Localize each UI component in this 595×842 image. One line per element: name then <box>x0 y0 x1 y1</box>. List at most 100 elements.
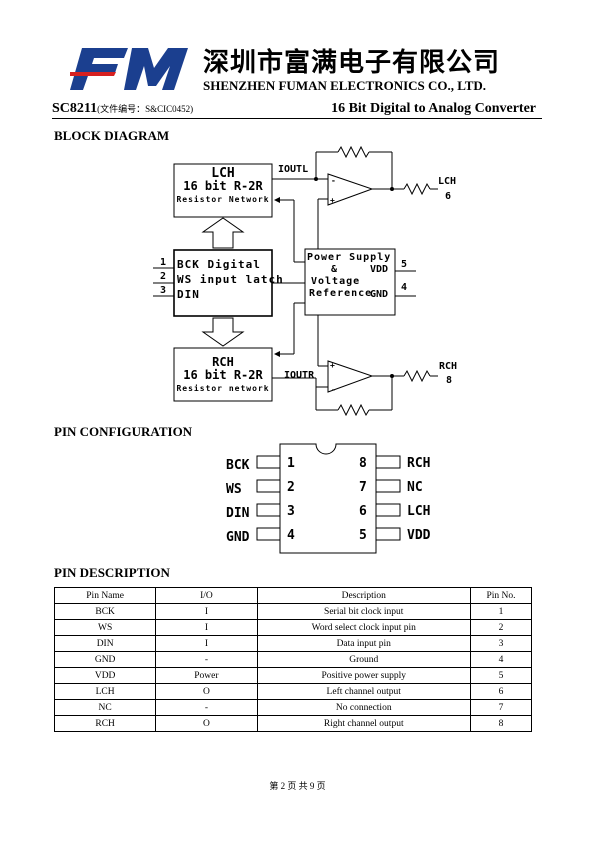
table-cell: 5 <box>469 667 533 684</box>
table-cell: BCK <box>53 603 157 620</box>
pin-name-right-5: VDD <box>407 528 431 543</box>
pin-num-right-8: 8 <box>359 456 367 471</box>
fuman-logo <box>70 48 188 90</box>
table-cell: 7 <box>469 699 533 716</box>
power-line-2: & <box>331 264 339 275</box>
lch-block-bits: 16 bit R-2R <box>183 179 263 193</box>
company-name-cn: 深圳市富满电子有限公司 <box>203 48 501 78</box>
pin-num-left-1: 1 <box>287 456 295 471</box>
power-line-3: Voltage <box>311 276 361 287</box>
document-header-line: SC8211(文件编号：S&CIC0452) 16 Bit Digital to… <box>52 100 542 119</box>
pin-name-left-1: BCK <box>226 458 250 473</box>
lch-out-pin: 6 <box>445 191 452 202</box>
table-cell: Serial bit clock input <box>256 603 471 620</box>
table-header-row: Pin Name I/O Description Pin No. <box>53 587 533 604</box>
lch-block-resistor: Resistor Network <box>176 195 270 204</box>
table-cell: - <box>155 651 258 668</box>
table-cell: 4 <box>469 651 533 668</box>
latch-line-3: DIN <box>177 288 200 301</box>
table-cell: Right channel output <box>256 715 471 732</box>
product-title: 16 Bit Digital to Analog Converter <box>331 101 536 116</box>
table-cell: NC <box>53 699 157 716</box>
rch-out-pin: 8 <box>446 375 453 386</box>
pin-num-right-5: 5 <box>359 528 367 543</box>
column-header: Pin No. <box>469 587 533 604</box>
pin-name-left-3: DIN <box>226 506 250 521</box>
table-cell: I <box>155 619 258 636</box>
left-pin-numbers: 1 2 3 4 <box>287 452 295 548</box>
column-header: Description <box>256 587 471 604</box>
rch-out-label: RCH <box>439 361 458 372</box>
table-cell: 6 <box>469 683 533 700</box>
table-cell: 2 <box>469 619 533 636</box>
table-cell: No connection <box>256 699 471 716</box>
page-footer: 第 2 页 共 9 页 <box>269 781 326 791</box>
power-line-4: Reference <box>309 288 373 299</box>
pin-1-label: 1 <box>160 257 167 268</box>
lch-block-title: LCH <box>211 166 235 181</box>
table-cell: Word select clock input pin <box>256 619 471 636</box>
rch-block-title: RCH <box>212 355 234 369</box>
rch-block-bits: 16 bit R-2R <box>183 368 263 382</box>
table-cell: O <box>155 715 258 732</box>
table-cell: Positive power supply <box>256 667 471 684</box>
table-cell: VDD <box>53 667 157 684</box>
power-line-1: Power Supply <box>307 252 392 263</box>
right-pin-names: RCH NC LCH VDD <box>407 452 430 548</box>
vdd-pin-label: 5 <box>401 259 408 270</box>
pin-name-left-4: GND <box>226 530 250 545</box>
pin-num-right-7: 7 <box>359 480 367 495</box>
gnd-label: GND <box>370 289 389 300</box>
latch-line-2: WS input latch <box>177 273 284 286</box>
table-cell: GND <box>53 651 157 668</box>
pin-name-right-8: RCH <box>407 456 431 471</box>
table-cell: DIN <box>53 635 157 652</box>
pin-name-left-2: WS <box>226 482 242 497</box>
table-cell: Data input pin <box>256 635 471 652</box>
table-cell: O <box>155 683 258 700</box>
part-number: SC8211 <box>52 101 98 116</box>
table-cell: WS <box>53 619 157 636</box>
ioutl-label: IOUTL <box>278 164 309 175</box>
column-header: Pin Name <box>53 587 157 604</box>
table-cell: Ground <box>256 651 471 668</box>
pin-num-right-6: 6 <box>359 504 367 519</box>
pin-3-label: 3 <box>160 285 167 296</box>
latch-block-label: BCK Digital WS input latch DIN <box>177 257 287 302</box>
power-block-label: Power Supply & Voltage Reference <box>307 252 397 300</box>
pin-name-right-7: NC <box>407 480 423 495</box>
part-number-line: SC8211(文件编号：S&CIC0452) <box>52 101 193 117</box>
column-header: I/O <box>155 587 258 604</box>
pin-description-heading: PIN DESCRIPTION <box>54 565 170 580</box>
pin-config-heading: PIN CONFIGURATION <box>54 424 193 439</box>
ioutr-label: IOUTR <box>284 370 315 381</box>
vdd-label: VDD <box>370 264 389 275</box>
rch-block-resistor: Resistor network <box>176 384 270 393</box>
lch-out-label: LCH <box>438 176 457 187</box>
lch-block-label: LCH 16 bit R-2R Resistor Network <box>174 167 272 206</box>
pin-num-left-3: 3 <box>287 504 295 519</box>
block-diagram-heading: BLOCK DIAGRAM <box>54 128 170 143</box>
pin-num-left-2: 2 <box>287 480 295 495</box>
table-cell: I <box>155 603 258 620</box>
right-pin-numbers: 8 7 6 5 <box>359 452 367 548</box>
left-pin-names: BCK WS DIN GND <box>226 454 249 550</box>
latch-line-1: BCK Digital <box>177 258 261 271</box>
table-cell: 3 <box>469 635 533 652</box>
table-cell: LCH <box>53 683 157 700</box>
table-cell: RCH <box>53 715 157 732</box>
table-cell: Left channel output <box>256 683 471 700</box>
doc-number: (文件编号：S&CIC0452) <box>97 104 194 114</box>
table-cell: 8 <box>469 715 533 732</box>
table-cell: - <box>155 699 258 716</box>
pin-num-left-4: 4 <box>287 528 295 543</box>
